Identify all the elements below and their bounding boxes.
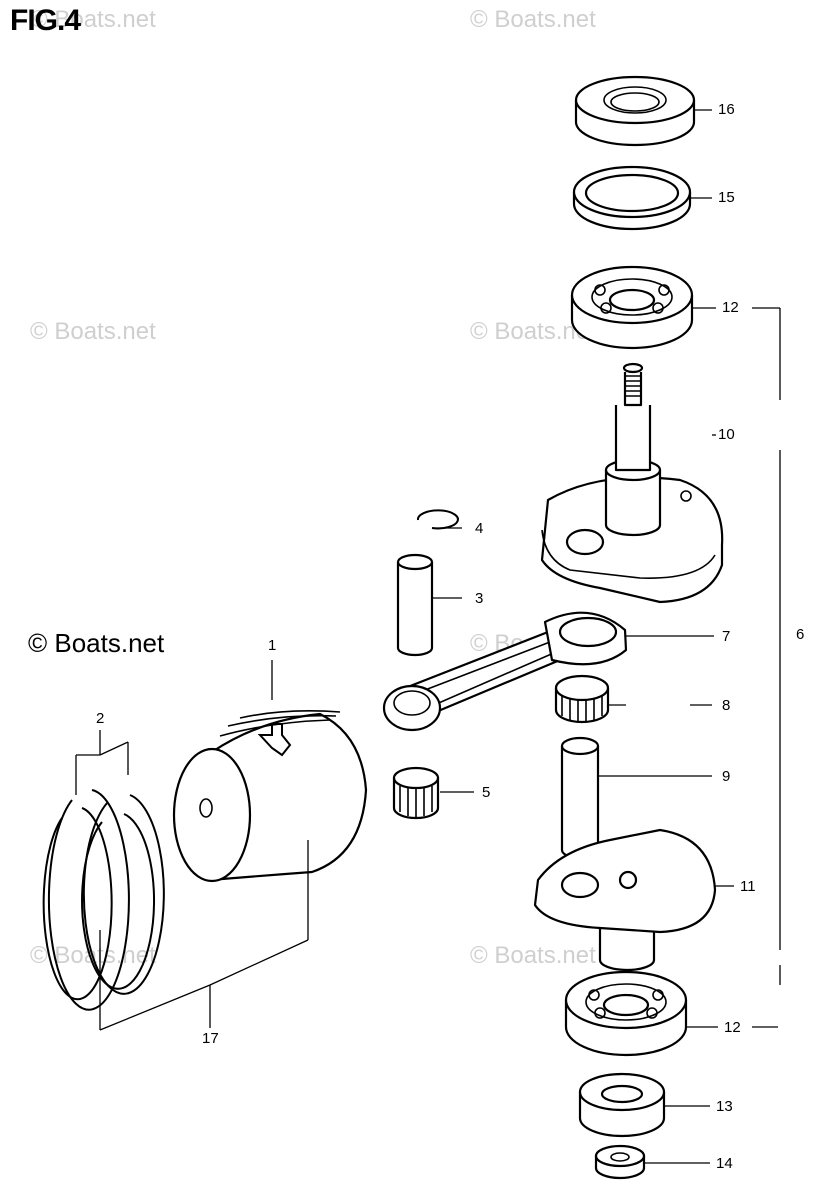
o-ring-part-15 (572, 165, 692, 231)
ball-bearing-part-12-lower (564, 970, 688, 1057)
oil-seal-part-13 (578, 1072, 666, 1138)
callout-17[interactable]: 17 (202, 1030, 219, 1047)
piston-ring-set-part-17 (42, 789, 165, 1011)
callout-1[interactable]: 1 (268, 637, 277, 654)
crankshaft-upper-part-10 (540, 362, 724, 604)
callout-8[interactable]: 8 (722, 697, 731, 714)
piston-pin-part-3 (396, 553, 434, 657)
callout-2[interactable]: 2 (96, 710, 105, 727)
callout-leader-lines (75, 109, 781, 1164)
callout-7[interactable]: 7 (722, 628, 731, 645)
callout-14[interactable]: 14 (716, 1155, 733, 1172)
callout-16[interactable]: 16 (718, 101, 735, 118)
callout-3[interactable]: 3 (475, 590, 484, 607)
ball-bearing-part-12-upper (570, 265, 694, 350)
connecting-rod-part-7 (382, 611, 628, 732)
needle-bearing-part-5 (392, 766, 440, 820)
crank-pin-part-9 (560, 736, 600, 860)
callout-12-lower[interactable]: 12 (724, 1019, 741, 1036)
watermark: © Boats.net (470, 6, 596, 33)
callout-15[interactable]: 15 (718, 189, 735, 206)
watermark: © Boats.net (30, 318, 156, 345)
piston-part-1 (172, 710, 368, 883)
callout-11[interactable]: 11 (740, 878, 756, 895)
figure-label: FIG.4 (10, 4, 81, 37)
callout-5[interactable]: 5 (482, 784, 491, 801)
nut-part-14 (594, 1144, 646, 1180)
needle-bearing-part-8 (554, 674, 610, 724)
circlip-part-4 (416, 509, 459, 530)
watermark: © Boats.net (30, 6, 156, 33)
crankshaft-lower-part-11 (533, 828, 717, 972)
brand-label: © Boats.net (28, 628, 165, 658)
callout-12-upper[interactable]: 12 (722, 299, 739, 316)
callout-10[interactable]: 10 (718, 426, 735, 443)
watermark: © Boats.net (470, 942, 596, 969)
callout-6[interactable]: 6 (796, 626, 805, 643)
oil-seal-part-16 (574, 75, 696, 147)
callout-13[interactable]: 13 (716, 1098, 733, 1115)
callout-4[interactable]: 4 (475, 520, 484, 537)
callout-9[interactable]: 9 (722, 768, 731, 785)
